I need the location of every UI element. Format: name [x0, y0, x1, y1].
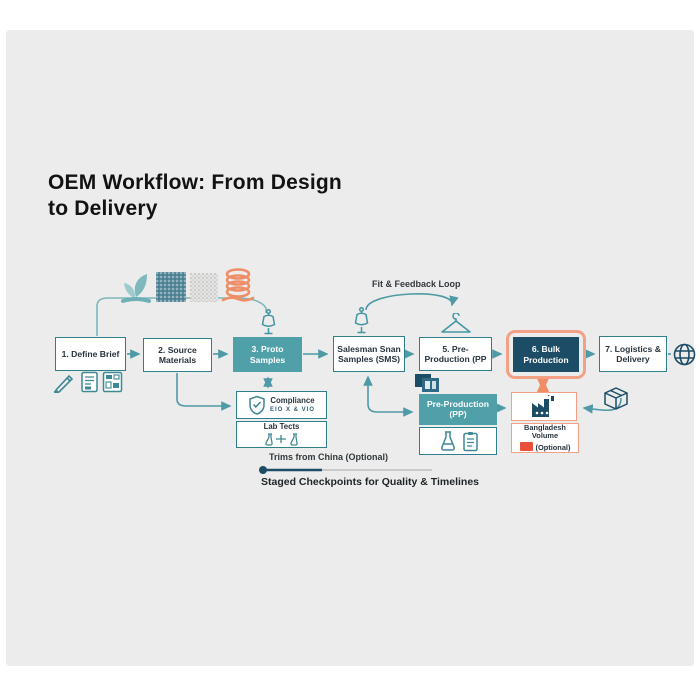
bangladesh-volume-box: Bangladesh Volume (Optional)	[511, 423, 579, 453]
certification-marks: EIO X & VIO	[269, 406, 315, 413]
shield-check-icon	[248, 395, 266, 415]
step-label: 1. Define Brief	[61, 348, 120, 359]
clipboard-icon	[462, 431, 479, 452]
page-title: OEM Workflow: From Design to Delivery	[48, 171, 342, 220]
globe-icon	[672, 342, 697, 367]
compliance-label: Compliance	[270, 395, 315, 405]
factory-icon	[529, 394, 559, 419]
step-label: 6. Bulk Production	[523, 344, 569, 365]
step-label: 3. Proto Samples	[249, 344, 286, 365]
swatch-stack-icon	[413, 372, 443, 394]
yarn-spool-icon	[219, 266, 257, 308]
mannequin-icon	[350, 307, 373, 336]
step-bulk-production: 6. Bulk Production	[513, 337, 579, 372]
step-label: Salesman Snan Samples (SMS)	[337, 343, 401, 364]
step-label: 5. Pre-Production (PP	[424, 343, 487, 364]
trims-label: Trims from China (Optional)	[269, 452, 389, 462]
fabric-swatch-dark-icon	[156, 272, 186, 302]
lab-tests-label: Lab Tects	[263, 422, 300, 432]
lab-flask-icon	[262, 433, 302, 446]
factory-box	[511, 392, 577, 421]
pp-tests-box	[419, 427, 497, 455]
hanger-icon	[440, 313, 472, 335]
fit-feedback-label: Fit & Feedback Loop	[372, 279, 461, 289]
compliance-box: Compliance EIO X & VIO	[236, 391, 327, 419]
pencil-icon	[52, 371, 76, 393]
checkpoints-label: Staged Checkpoints for Quality & Timelin…	[261, 476, 480, 488]
volume-swatch-icon	[519, 441, 533, 451]
step-source-materials: 2. Source Materials	[143, 338, 212, 372]
step-logistics-delivery: 7. Logistics & Delivery	[599, 336, 667, 372]
bangladesh-volume-label: Bangladesh Volume	[524, 422, 566, 441]
bangladesh-optional-row: (Optional)	[519, 441, 571, 453]
step-pre-production: 5. Pre-Production (PP	[419, 337, 492, 371]
document-icon	[80, 371, 99, 393]
techpack-grid-icon	[102, 371, 123, 393]
leaf-icon	[118, 271, 154, 309]
fabric-swatch-light-icon	[190, 273, 218, 302]
step-proto-samples: 3. Proto Samples	[233, 337, 302, 372]
step-define-brief: 1. Define Brief	[55, 337, 126, 371]
step-bulk-production-highlight: 6. Bulk Production	[506, 330, 586, 379]
pre-production-label: Pre-Production (PP)	[426, 398, 490, 419]
pre-production-box: Pre-Production (PP)	[419, 394, 497, 425]
package-icon	[601, 385, 631, 412]
step-label: 2. Source Materials	[158, 344, 197, 365]
step-label: 7. Logistics & Delivery	[605, 343, 661, 364]
step-salesman-samples: Salesman Snan Samples (SMS)	[333, 336, 405, 372]
mannequin-icon	[257, 309, 280, 337]
flask-icon	[438, 430, 458, 452]
lab-tests-box: Lab Tects	[236, 421, 327, 448]
bangladesh-optional-label: (Optional)	[535, 442, 571, 452]
